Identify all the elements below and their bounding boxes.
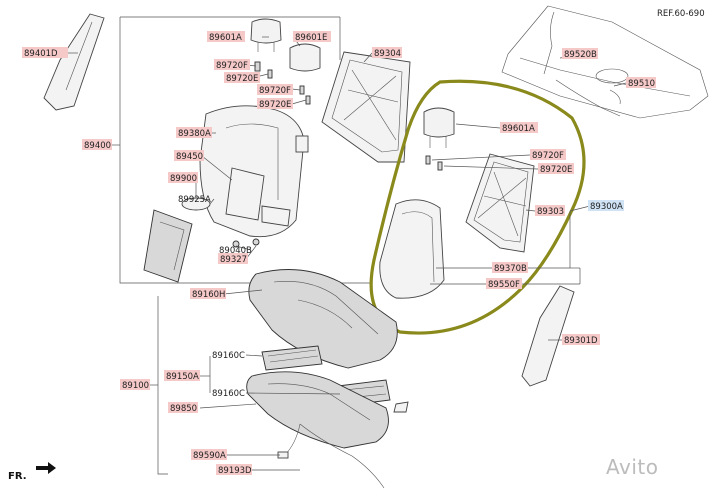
label-89900: 89900 <box>170 174 197 184</box>
side-trim-right-part <box>521 285 575 387</box>
cover-panel-part <box>225 167 265 221</box>
label-89327: 89327 <box>220 255 247 265</box>
label-89160c-1: 89160C <box>212 351 245 361</box>
label-89720e-1: 89720E <box>226 74 258 84</box>
side-trim-left-part <box>43 13 105 111</box>
front-arrow-icon <box>36 462 56 474</box>
label-89401d: 89401D <box>24 49 58 59</box>
label-89150a: 89150A <box>166 372 199 382</box>
bolt-89327 <box>252 238 260 246</box>
side-trim-left-edge <box>65 21 93 91</box>
seatback-pad-right-seam <box>401 211 435 283</box>
label-89304: 89304 <box>374 49 401 59</box>
bolt-right-1 <box>425 155 431 165</box>
front-direction-label: FR. <box>8 471 27 482</box>
label-89450: 89450 <box>176 152 203 162</box>
seat-cushion-part <box>248 269 398 369</box>
label-89040b: 89040B <box>219 246 252 256</box>
label-89720f-1: 89720F <box>216 61 248 71</box>
label-89925a: 89925A <box>178 195 211 205</box>
label-89510: 89510 <box>628 79 655 89</box>
lower-assembly-bracket <box>157 296 168 475</box>
avito-watermark: Avito <box>606 455 659 479</box>
label-89300a: 89300A <box>590 202 623 212</box>
cover-bracket-part <box>261 205 291 227</box>
label-89720e-3: 89720E <box>540 165 572 175</box>
seatback-frame-right-part <box>465 153 535 253</box>
label-89720f-3: 89720F <box>532 151 564 161</box>
seatback-pad-seam <box>225 123 279 200</box>
highlight-ring <box>369 79 586 335</box>
label-89850: 89850 <box>170 404 197 414</box>
headrest-top-part <box>250 18 282 44</box>
armrest-seam <box>159 221 185 271</box>
headrest-center-part <box>289 43 321 72</box>
bolt-89040b <box>232 240 240 248</box>
label-89301d: 89301D <box>564 336 598 346</box>
seatback-frame-left-part <box>321 51 411 163</box>
label-89370b: 89370B <box>494 264 527 274</box>
parcel-shelf-part <box>501 5 709 119</box>
label-89590a: 89590A <box>193 451 226 461</box>
label-89160c-2: 89160C <box>212 389 245 399</box>
armrest-part <box>143 209 193 283</box>
label-89100: 89100 <box>122 381 149 391</box>
label-89601a-right: 89601A <box>502 124 535 134</box>
connector-right <box>393 401 409 413</box>
label-89550f: 89550F <box>488 280 520 290</box>
label-89720f-2: 89720F <box>259 86 291 96</box>
label-89160h: 89160H <box>192 290 225 300</box>
seatback-pad-clip <box>295 135 309 153</box>
label-89303: 89303 <box>537 207 564 217</box>
part-labels: 89401D 89601A 89601E 89304 89720F 89720E… <box>22 31 656 476</box>
heater-mat-upper-part <box>261 345 323 371</box>
label-89720e-2: 89720E <box>259 100 291 110</box>
label-89401d-box <box>22 47 68 58</box>
label-89380a: 89380A <box>178 129 211 139</box>
reference-label: REF.60-690 <box>657 9 705 19</box>
label-89193d: 89193D <box>218 466 252 476</box>
bolt-right-2 <box>437 161 443 171</box>
headrest-right-part <box>423 107 455 138</box>
label-89520b: 89520B <box>564 50 597 60</box>
label-89601a-top: 89601A <box>209 33 242 43</box>
label-89400: 89400 <box>84 141 111 151</box>
seatback-pad-right-part <box>379 199 445 299</box>
label-89601e: 89601E <box>295 33 327 43</box>
